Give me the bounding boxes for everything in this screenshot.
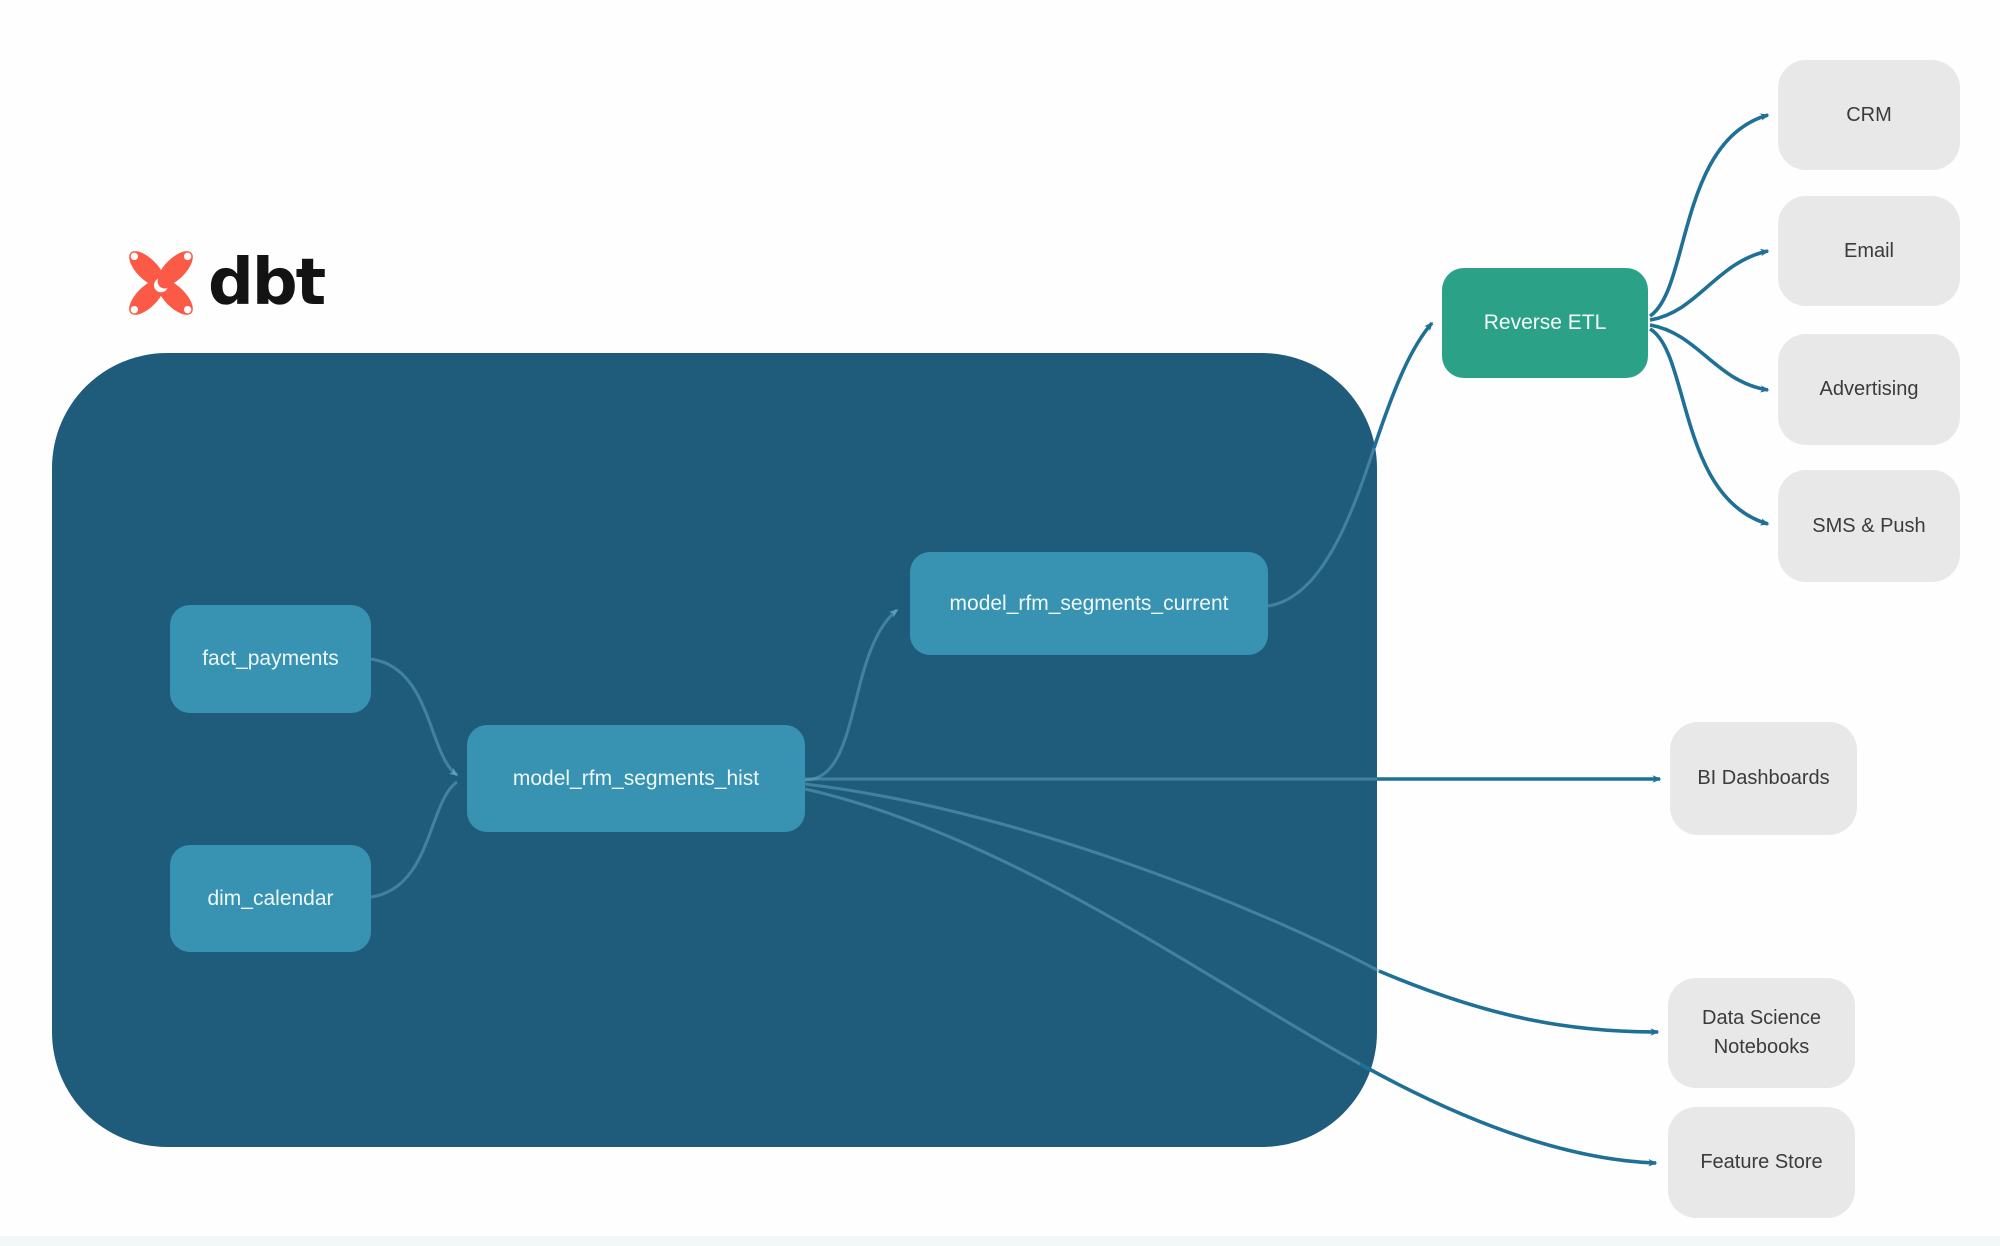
destination-email-label: Email [1843, 239, 1894, 262]
node-model-rfm-segments-hist: model_rfm_segments_hist [467, 725, 805, 832]
destination-bi-dashboards: BI Dashboards [1670, 722, 1857, 835]
dbt-logo-wordmark: dbt [208, 246, 326, 320]
edge-hist-to-ds [1378, 969, 1660, 1036]
edge-retl-to-sms [1648, 327, 1770, 526]
destination-advertising: Advertising [1778, 334, 1960, 445]
edge-dim-to-hist [370, 780, 458, 899]
destination-crm: CRM [1778, 60, 1960, 170]
destination-advertising-label: Advertising [1819, 378, 1919, 400]
destination-data-science-notebooks-label: Data Science Notebooks [1702, 1007, 1821, 1058]
edge-hist-to-current [804, 608, 899, 782]
destination-feature-store-label: Feature Store [1700, 1151, 1823, 1173]
edge-hist-to-fs [1359, 1062, 1658, 1167]
destination-email: Email [1778, 196, 1960, 306]
destination-sms-push: SMS & Push [1778, 470, 1960, 582]
edge-hist-to-ds-inner [804, 782, 1380, 973]
edge-current-to-retl-inner [1267, 447, 1376, 608]
edge-retl-to-email [1649, 248, 1770, 322]
edge-retl-to-crm [1648, 113, 1770, 318]
node-reverse-etl-label: Reverse ETL [1483, 311, 1607, 334]
destination-data-science-notebooks: Data Science Notebooks [1668, 978, 1855, 1088]
node-dim-calendar-label: dim_calendar [207, 886, 334, 910]
edge-current-to-retl [1372, 321, 1434, 449]
node-fact-payments: fact_payments [170, 605, 371, 713]
node-dim-calendar: dim_calendar [170, 845, 371, 952]
bottom-edge-band [0, 1236, 2000, 1246]
destination-bi-dashboards-label: BI Dashboards [1697, 767, 1830, 789]
node-fact-payments-label: fact_payments [202, 647, 339, 670]
node-reverse-etl: Reverse ETL [1442, 268, 1648, 378]
edge-retl-to-advertising [1649, 323, 1770, 393]
destination-feature-store: Feature Store [1668, 1107, 1855, 1218]
dbt-logo-icon [129, 251, 193, 315]
edge-hist-to-fs-inner [804, 787, 1361, 1066]
node-model-rfm-segments-current-label: model_rfm_segments_current [949, 591, 1229, 615]
dbt-logo: dbt [124, 246, 326, 320]
destination-sms-push-label: SMS & Push [1812, 514, 1926, 537]
edge-fact-to-hist [370, 657, 459, 777]
node-model-rfm-segments-hist-label: model_rfm_segments_hist [512, 766, 760, 790]
node-model-rfm-segments-current: model_rfm_segments_current [910, 552, 1268, 655]
destination-crm-label: CRM [1846, 103, 1892, 126]
